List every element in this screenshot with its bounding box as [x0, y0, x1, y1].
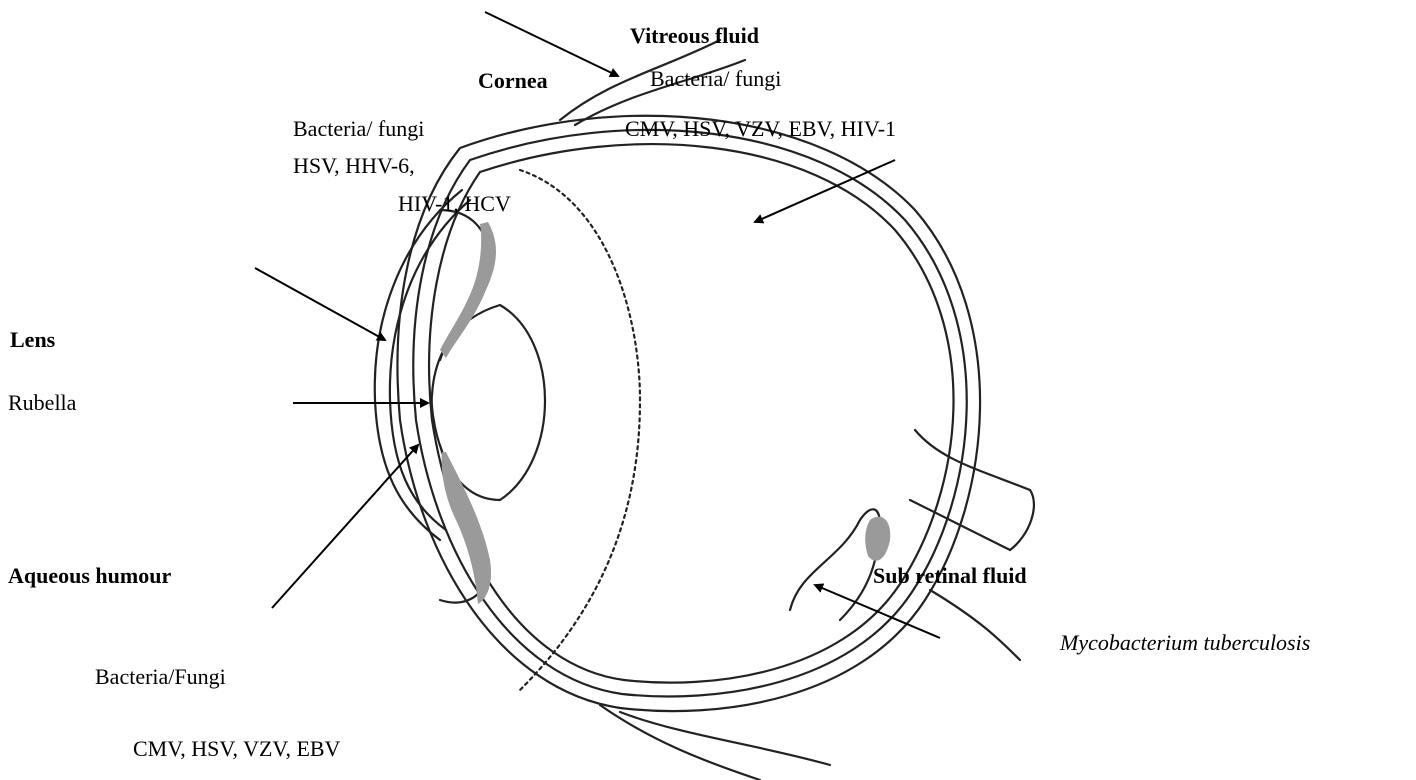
optic-disc-shade — [865, 517, 890, 561]
sub-retinal-fluid-title: Sub retinal fluid — [873, 565, 1027, 587]
lens-title: Lens — [10, 329, 55, 351]
cornea-pathogens-1: Bacteria/ fungi — [293, 118, 424, 140]
lower-muscle — [620, 712, 830, 765]
retina-outline — [429, 144, 953, 682]
cornea-pathogens-2: HSV, HHV-6, — [293, 155, 415, 177]
optic-nerve-end — [1010, 490, 1034, 550]
vitreous-fluid-pathogens-1: Bacteria/ fungi — [650, 68, 781, 90]
cornea-title: Cornea — [478, 70, 548, 92]
vitreous-boundary — [520, 170, 640, 690]
ciliary-shade-lower — [442, 452, 491, 604]
aqueous-humour-title: Aqueous humour — [8, 565, 171, 587]
lens-upper-arrow — [255, 268, 385, 340]
lens-pathogens-1: Rubella — [8, 392, 76, 414]
aqueous-humour-pathogens-2: CMV, HSV, VZV, EBV — [133, 738, 340, 760]
vitreous-arrow — [755, 160, 895, 222]
aqueous-arrow — [272, 445, 418, 608]
vitreous-fluid-pathogens-2: CMV, HSV, VZV, EBV, HIV-1 — [625, 118, 896, 140]
vitreous-fluid-title: Vitreous fluid — [630, 25, 759, 47]
cornea-arrow — [485, 12, 618, 76]
sub-retinal-fluid-pathogens-1: Mycobacterium tuberculosis — [1060, 632, 1310, 654]
cornea-pathogens-3: HIV-1, HCV — [398, 193, 511, 215]
aqueous-humour-pathogens-1: Bacteria/Fungi — [95, 666, 226, 688]
optic-nerve-lower — [910, 500, 1010, 550]
optic-sheath-right — [930, 590, 1020, 660]
subretinal-bulge — [790, 509, 880, 620]
ciliary-shade-upper — [440, 222, 496, 358]
